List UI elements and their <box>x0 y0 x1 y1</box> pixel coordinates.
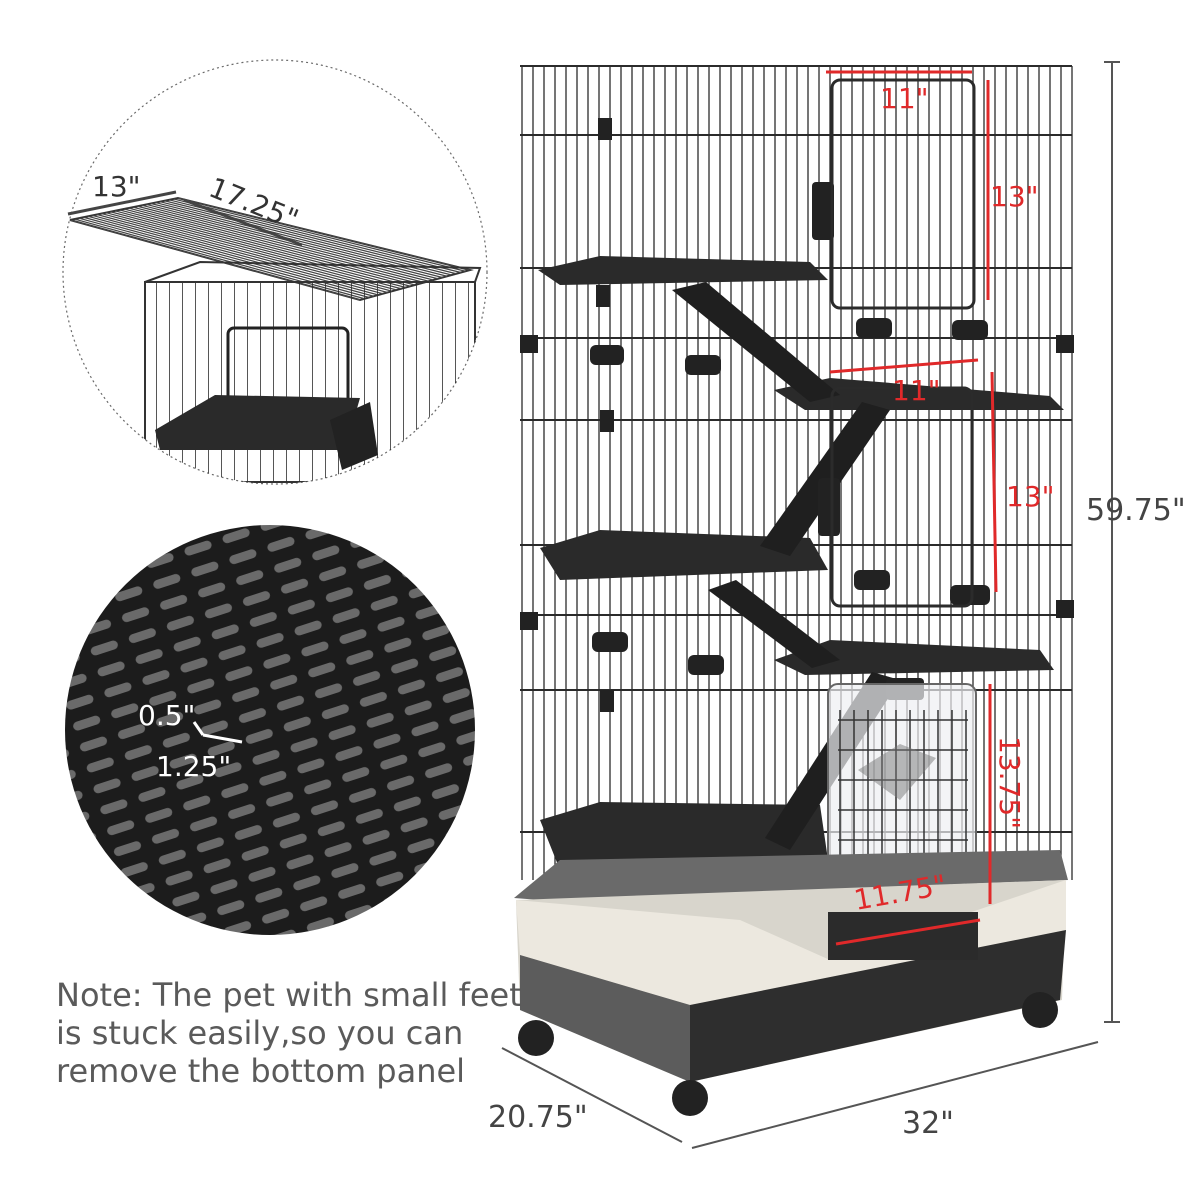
top-view-inset: 13" 17.25" <box>62 59 488 485</box>
main-cage <box>514 65 1074 1116</box>
top-door-frame[interactable] <box>830 78 976 310</box>
overall-height-label: 59.75" <box>1086 493 1186 528</box>
lid-width-label: 13" <box>92 170 141 203</box>
overall-depth-label: 20.75" <box>488 1100 588 1135</box>
overall-width-label: 32" <box>902 1106 954 1141</box>
hole-length-dim-line <box>202 733 243 744</box>
top-door-width-label: 11" <box>880 82 929 115</box>
middle-door-height-label: 13" <box>1006 480 1055 513</box>
note-text: Note: The pet with small feet is stuck e… <box>56 976 536 1090</box>
middle-door-frame[interactable] <box>830 386 974 608</box>
cage-clips <box>520 118 1074 712</box>
hole-length-label: 1.25" <box>156 750 231 783</box>
note-line-2: is stuck easily,so you can <box>56 1014 464 1052</box>
middle-door-width-label: 11" <box>892 374 941 407</box>
lid-length-dim-line <box>183 198 303 247</box>
cage-platforms <box>538 256 1064 870</box>
bottom-tray[interactable] <box>514 850 1068 1116</box>
mesh-detail-inset: 0.5" 1.25" <box>65 525 475 935</box>
cage-wire-bars <box>521 66 1073 880</box>
hole-width-dim-line <box>192 721 205 736</box>
note-line-1: Note: The pet with small feet <box>56 976 522 1014</box>
lid-width-dim-line <box>67 190 177 216</box>
overall-dimensions <box>501 61 1120 1149</box>
top-door-height-label: 13" <box>990 180 1039 213</box>
front-door-height-label: 13.75" <box>993 736 1026 829</box>
note-line-3: remove the bottom panel <box>56 1052 466 1090</box>
hole-width-label: 0.5" <box>138 699 195 732</box>
